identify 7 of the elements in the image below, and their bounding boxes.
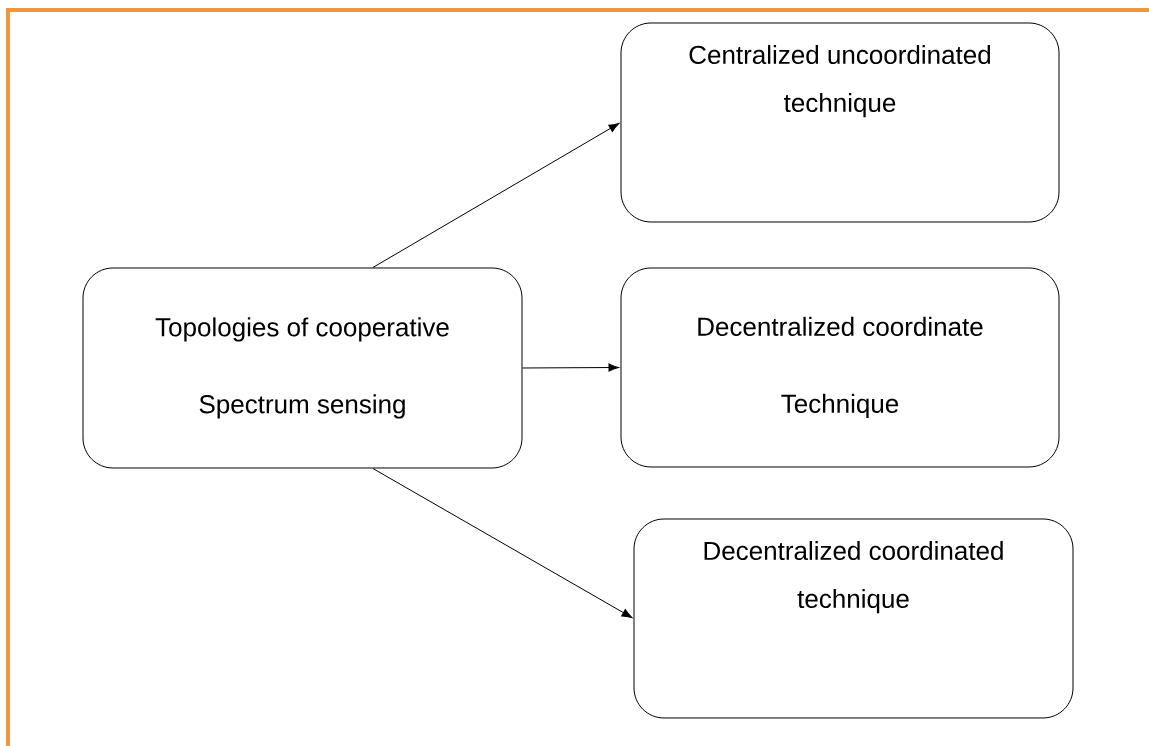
process-box: Topologies of cooperative Spectrum sensing	[82, 267, 523, 469]
arrow	[372, 123, 620, 268]
process-box: Decentralized coordinate Technique	[620, 267, 1060, 468]
process-box: Decentralized coordinated technique	[633, 518, 1074, 719]
arrow	[522, 363, 619, 372]
process-box: Centralized uncoordinated technique	[620, 22, 1060, 223]
arrow	[372, 468, 633, 618]
